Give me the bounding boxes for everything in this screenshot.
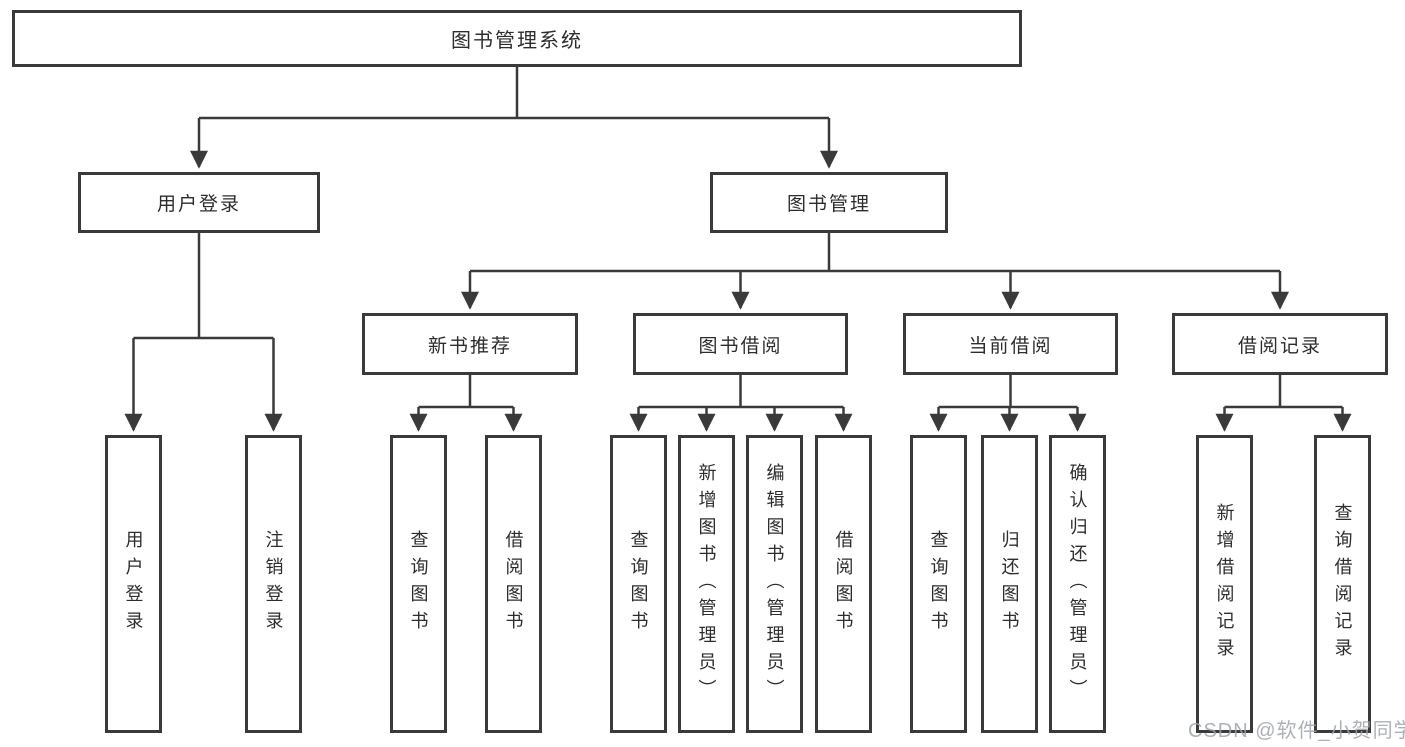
leaf-query-books-recommend-label: 查询图书 [408, 530, 429, 638]
node-book-management-branch: 图书管理 [710, 172, 948, 233]
leaf-edit-books-admin: 编辑图书（管理员） [746, 435, 803, 733]
node-root-label: 图书管理系统 [451, 30, 583, 52]
connectors-borrow-records [1215, 375, 1352, 432]
connectors-root-to-level2 [190, 67, 838, 169]
node-book-management-label: 图书管理 [786, 194, 871, 215]
node-new-book-recommend: 新书推荐 [362, 313, 578, 375]
leaf-query-books-current: 查询图书 [910, 435, 967, 733]
leaf-confirm-return-admin-label: 确认归还（管理员） [1067, 462, 1088, 706]
node-borrow-records: 借阅记录 [1172, 313, 1388, 375]
connectors-book-mgmt-to-level3 [461, 233, 1289, 310]
connectors-user-login-branch [124, 233, 283, 432]
leaf-add-borrow-record-label: 新增借阅记录 [1214, 503, 1235, 665]
connectors-book-borrow [629, 375, 853, 432]
node-book-borrow-label: 图书借阅 [698, 335, 783, 357]
leaf-query-books-borrow: 查询图书 [610, 435, 667, 733]
leaf-query-books-recommend: 查询图书 [390, 435, 447, 733]
csdn-watermark: CSDN @软件_小贺同学 [1188, 720, 1405, 742]
leaf-add-books-admin: 新增图书（管理员） [678, 435, 735, 733]
leaf-return-books: 归还图书 [981, 435, 1038, 733]
node-new-book-recommend-label: 新书推荐 [427, 335, 512, 357]
leaf-logout-login: 注销登录 [245, 435, 302, 733]
connectors-new-book-recommend [409, 375, 523, 432]
node-user-login-branch: 用户登录 [78, 172, 320, 233]
leaf-user-login: 用户登录 [105, 435, 162, 733]
leaf-logout-login-label: 注销登录 [263, 530, 284, 638]
leaf-return-books-label: 归还图书 [999, 530, 1020, 638]
node-current-borrow: 当前借阅 [903, 313, 1118, 375]
leaf-query-borrow-record-label: 查询借阅记录 [1332, 503, 1353, 665]
leaf-add-borrow-record: 新增借阅记录 [1196, 435, 1253, 733]
leaf-user-login-label: 用户登录 [123, 530, 144, 638]
leaf-borrow-books-recommend: 借阅图书 [485, 435, 542, 733]
node-book-borrow: 图书借阅 [633, 313, 848, 375]
connectors-current-borrow [929, 375, 1087, 432]
leaf-borrow-books: 借阅图书 [815, 435, 872, 733]
node-user-login-branch-label: 用户登录 [156, 194, 241, 215]
leaf-borrow-books-label: 借阅图书 [833, 530, 854, 638]
leaf-add-books-admin-label: 新增图书（管理员） [696, 462, 717, 706]
leaf-query-borrow-record: 查询借阅记录 [1314, 435, 1371, 733]
leaf-query-books-borrow-label: 查询图书 [628, 530, 649, 638]
node-current-borrow-label: 当前借阅 [968, 335, 1053, 357]
leaf-confirm-return-admin: 确认归还（管理员） [1049, 435, 1106, 733]
leaf-edit-books-admin-label: 编辑图书（管理员） [764, 462, 785, 706]
node-borrow-records-label: 借阅记录 [1237, 335, 1322, 357]
leaf-borrow-books-recommend-label: 借阅图书 [503, 530, 524, 638]
leaf-query-books-current-label: 查询图书 [928, 530, 949, 638]
node-root-system: 图书管理系统 [12, 10, 1022, 67]
